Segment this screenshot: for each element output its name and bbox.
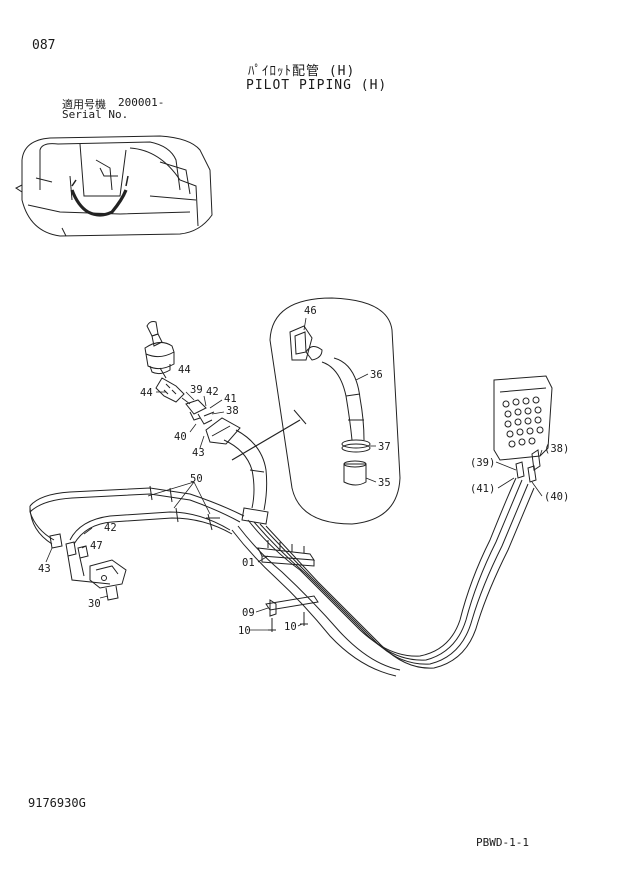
callout-36: 36: [370, 369, 383, 381]
callout-46: 46: [304, 305, 317, 317]
left-fittings: [49, 533, 111, 585]
hose-clamp-plate: [257, 540, 319, 632]
callout-42-left: 42: [104, 522, 117, 534]
callout-01: 01: [242, 557, 255, 569]
callout-35: 35: [378, 477, 391, 489]
document-number: 9176930G: [28, 796, 86, 810]
detail-cap-35: [343, 460, 367, 486]
callout-42: 42: [206, 386, 219, 398]
page-number: 087: [32, 38, 56, 53]
callout-43-left: 43: [38, 563, 51, 575]
detail-connector-46: [305, 346, 323, 361]
fitting-bracket: [185, 399, 215, 425]
solenoid-valve: [89, 559, 127, 601]
leader-lines: [45, 317, 543, 631]
title-english: PILOT PIPING (H): [246, 78, 388, 93]
floor-boot: [205, 417, 269, 525]
callout-30: 30: [88, 598, 101, 610]
callout-38: 38: [226, 405, 239, 417]
callout-44-top: 44: [178, 364, 191, 376]
machine-overview-thumbnail: [15, 135, 213, 237]
callout-43-upper: 43: [192, 447, 205, 459]
pilot-hose-bundle: [231, 477, 535, 677]
control-valve: [493, 375, 553, 483]
callout-37: 37: [378, 441, 391, 453]
callout-41: 41: [224, 393, 237, 405]
callout-40-paren: (40): [544, 491, 569, 503]
callout-labels: 46 36 37 35 44 44 39 42 41 38 40 43 50 4…: [38, 305, 569, 637]
serial-label-english: Serial No.: [62, 108, 129, 121]
detail-magnifier-oval: [231, 297, 401, 525]
callout-44-left: 44: [140, 387, 153, 399]
callout-47: 47: [90, 540, 103, 552]
callout-09: 09: [242, 607, 255, 619]
callout-10-right: 10: [284, 621, 297, 633]
serial-label-japanese: 適用号機: [62, 98, 106, 111]
callout-39: 39: [190, 384, 203, 396]
callout-39-paren: (39): [470, 457, 495, 469]
pilot-valve: [144, 321, 185, 403]
detail-clamp-37: [341, 439, 371, 453]
callout-41-paren: (41): [470, 483, 495, 495]
page-code: PBWD-1-1: [476, 836, 529, 849]
title-japanese: ﾊﾟｲﾛｯﾄ配管 (H): [248, 64, 356, 79]
serial-range: 200001-: [118, 96, 165, 109]
callout-38-paren: (38): [544, 443, 569, 455]
detail-hose-36: [321, 357, 365, 441]
callout-50: 50: [190, 473, 203, 485]
callout-40: 40: [174, 431, 187, 443]
callout-10-left: 10: [238, 625, 251, 637]
left-hose-runs: [29, 485, 245, 545]
